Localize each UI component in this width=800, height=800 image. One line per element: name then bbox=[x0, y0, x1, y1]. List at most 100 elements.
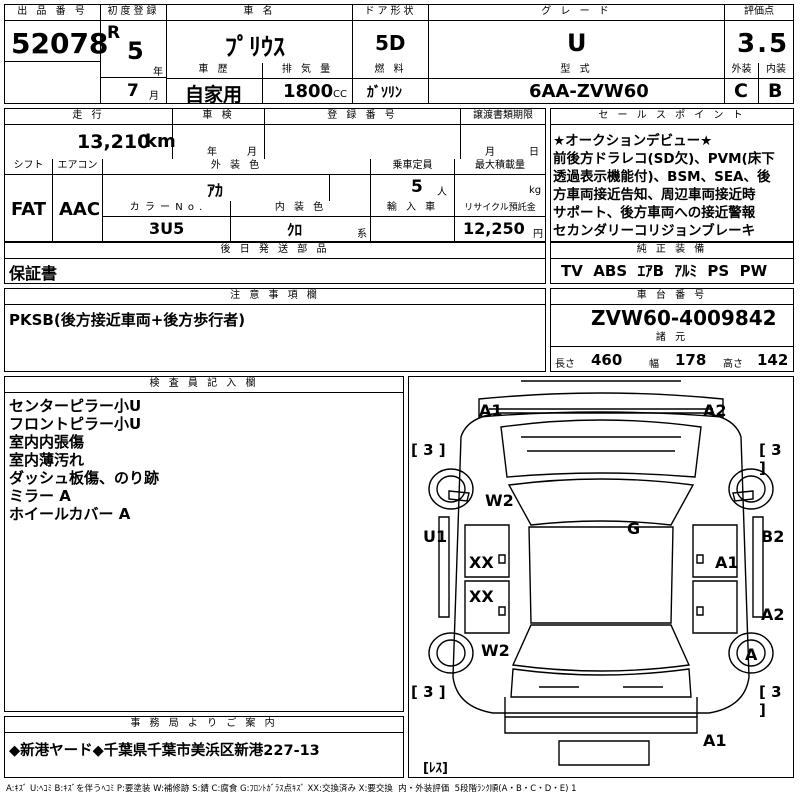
damage-mark: [ 3 ] bbox=[759, 441, 782, 477]
fuel-cell: 燃 料 ｶﾞｿﾘﾝ bbox=[353, 63, 429, 103]
sales-point-line: 前後方ドラレコ(SD欠)、PVM(床下 bbox=[553, 151, 775, 167]
ext-label: 外装 bbox=[725, 63, 758, 79]
sales-points-label: セ ー ル ス ポ イ ン ト bbox=[551, 109, 793, 125]
score-cell: 評価点 3.5 bbox=[725, 5, 793, 63]
int-cell: 内装 B bbox=[759, 63, 793, 103]
sales-point-line: サポート、後方車両への接近警報 bbox=[553, 205, 756, 221]
damage-mark: A1 bbox=[703, 731, 727, 750]
notes-label: 注 意 事 項 欄 bbox=[5, 289, 545, 305]
inspector-line: ミラー A bbox=[9, 487, 71, 505]
damage-mark: [ 3 ] bbox=[759, 683, 782, 719]
load-cell: 最大積載量 kg bbox=[455, 159, 545, 201]
ext-cell: 外装 C bbox=[725, 63, 759, 103]
damage-mark: A2 bbox=[761, 605, 785, 624]
transfer-month-unit: 月 bbox=[485, 147, 495, 158]
ext-value: C bbox=[734, 80, 748, 102]
lot-number: 52078 bbox=[11, 27, 109, 60]
ac-value: AAC bbox=[59, 199, 101, 220]
color-label: 外 装 色 bbox=[103, 159, 370, 175]
mileage-label: 走 行 bbox=[5, 109, 172, 125]
grade-cell: グ レ ー ド U bbox=[429, 5, 725, 63]
ac-cell: エアコン AAC bbox=[53, 159, 103, 241]
damage-mark: A bbox=[745, 645, 758, 664]
registration-year: 5 bbox=[127, 37, 144, 65]
transfer-label: 譲渡書類期限 bbox=[461, 109, 545, 125]
damage-mark: W2 bbox=[485, 491, 514, 510]
model-cell: 型 式 6AA-ZVW60 bbox=[429, 63, 725, 103]
door-cell: ドア形状 5D bbox=[353, 5, 429, 63]
height-label: 高さ bbox=[723, 359, 743, 370]
history-label: 車 歴 bbox=[167, 63, 262, 79]
registration-year-unit: 年 bbox=[153, 67, 163, 78]
plate-label: 登 録 番 号 bbox=[265, 109, 460, 125]
color-no-value: 3U5 bbox=[149, 219, 185, 238]
width-value: 178 bbox=[675, 351, 707, 369]
damage-mark: A1 bbox=[479, 401, 503, 420]
header-block: 出 品 番 号 52078 初度登録 R 5 年 7 月 車 名 ﾌﾟﾘｳｽ ド… bbox=[4, 4, 794, 106]
ac-label: エアコン bbox=[53, 159, 102, 175]
damage-mark: A2 bbox=[703, 401, 727, 420]
inspector-block: 検 査 員 記 入 欄 センターピラー小U フロントピラー小U 室内内張傷 室内… bbox=[4, 376, 404, 712]
door-value: 5D bbox=[375, 31, 406, 55]
sales-point-line: 方車両接近告知、周辺車両接近時 bbox=[553, 187, 756, 203]
damage-mark: U1 bbox=[423, 527, 448, 546]
displacement-value: 1800 bbox=[283, 81, 334, 102]
car-name: ﾌﾟﾘｳｽ bbox=[225, 33, 285, 61]
recycle-label: リサイクル預託金 bbox=[455, 201, 545, 217]
displacement-label: 排 気 量 bbox=[263, 63, 352, 79]
damage-mark: [ 3 ] bbox=[411, 683, 446, 701]
inspector-line: ダッシュ板傷、のり跡 bbox=[9, 469, 160, 487]
equipment-value: TV ABS ｴｱB ｱﾙﾐ PS PW bbox=[561, 262, 768, 280]
seats-label: 乗車定員 bbox=[371, 159, 454, 175]
interior-color-value: ｸﾛ bbox=[287, 221, 303, 239]
load-unit: kg bbox=[529, 185, 542, 196]
interior-color-label: 内 装 色 bbox=[231, 201, 370, 217]
chassis-label: 車 台 番 号 bbox=[551, 289, 793, 305]
car-name-label: 車 名 bbox=[167, 5, 352, 21]
legend-text: A:ｷｽﾞ U:ﾍｺﾐ B:ｷｽﾞを伴うﾍｺﾐ P:要塗装 W:補修跡 S:錆 … bbox=[6, 784, 577, 794]
history-value: 自家用 bbox=[185, 84, 243, 106]
mileage-unit: km bbox=[145, 131, 176, 152]
sales-points-block: セ ー ル ス ポ イ ン ト ★オークションデビュー★ 前後方ドラレコ(SD欠… bbox=[550, 108, 794, 242]
inspector-line: センターピラー小U bbox=[9, 397, 142, 415]
displacement-cell: 排 気 量 1800 CC bbox=[263, 63, 353, 103]
car-outline bbox=[428, 380, 774, 766]
office-value: ◆新港ヤード◆千葉県千葉市美浜区新港227-13 bbox=[9, 743, 320, 759]
inspection-cell: 車 検 年 月 bbox=[173, 109, 265, 159]
sales-point-line: セカンダリーコリジョンブレーキ bbox=[553, 223, 756, 239]
load-label: 最大積載量 bbox=[455, 159, 545, 175]
shift-label: シフト bbox=[5, 159, 52, 175]
plate-cell: 登 録 番 号 bbox=[265, 109, 461, 159]
model-value: 6AA-ZVW60 bbox=[529, 81, 649, 102]
equipment-label: 純 正 装 備 bbox=[551, 243, 793, 259]
inspector-label: 検 査 員 記 入 欄 bbox=[5, 377, 403, 393]
office-label: 事 務 局 よ り ご 案 内 bbox=[5, 717, 403, 733]
inspector-line: 室内内張傷 bbox=[9, 433, 85, 451]
inspector-line: フロントピラー小U bbox=[9, 415, 142, 433]
color-no-label: カ ラ ー N o . bbox=[103, 201, 230, 217]
transfer-cell: 譲渡書類期限 月 日 bbox=[461, 109, 545, 159]
fuel-value: ｶﾞｿﾘﾝ bbox=[367, 85, 402, 101]
car-name-cell: 車 名 ﾌﾟﾘｳｽ bbox=[167, 5, 353, 63]
color-no-cell: カ ラ ー N o . 3U5 bbox=[103, 201, 231, 241]
inspector-line: ホイールカバー A bbox=[9, 505, 131, 523]
damage-mark: B2 bbox=[761, 527, 785, 546]
damage-mark: G bbox=[627, 519, 641, 538]
chassis-block: 車 台 番 号 ZVW60-4009842 諸 元 長さ 460 幅 178 高… bbox=[550, 288, 794, 372]
mileage-value: 13,210 bbox=[77, 131, 151, 153]
shift-cell: シフト FAT bbox=[5, 159, 53, 241]
score-value: 3.5 bbox=[737, 29, 790, 59]
height-value: 142 bbox=[757, 351, 789, 369]
length-label: 長さ bbox=[555, 359, 575, 370]
length-value: 460 bbox=[591, 351, 623, 369]
damage-mark: XX bbox=[469, 587, 494, 606]
specs-label: 諸 元 bbox=[551, 331, 793, 347]
office-block: 事 務 局 よ り ご 案 内 ◆新港ヤード◆千葉県千葉市美浜区新港227-13 bbox=[4, 716, 404, 778]
inspection-year-unit: 年 bbox=[207, 147, 217, 158]
model-label: 型 式 bbox=[429, 63, 724, 79]
recycle-cell: リサイクル預託金 12,250 円 bbox=[455, 201, 545, 241]
sales-point-line: ★オークションデビュー★ bbox=[553, 133, 713, 149]
notes-block: 注 意 事 項 欄 PKSB(後方接近車両+後方歩行者) bbox=[4, 288, 546, 372]
chassis-value: ZVW60-4009842 bbox=[591, 306, 777, 330]
fuel-label: 燃 料 bbox=[353, 63, 428, 79]
